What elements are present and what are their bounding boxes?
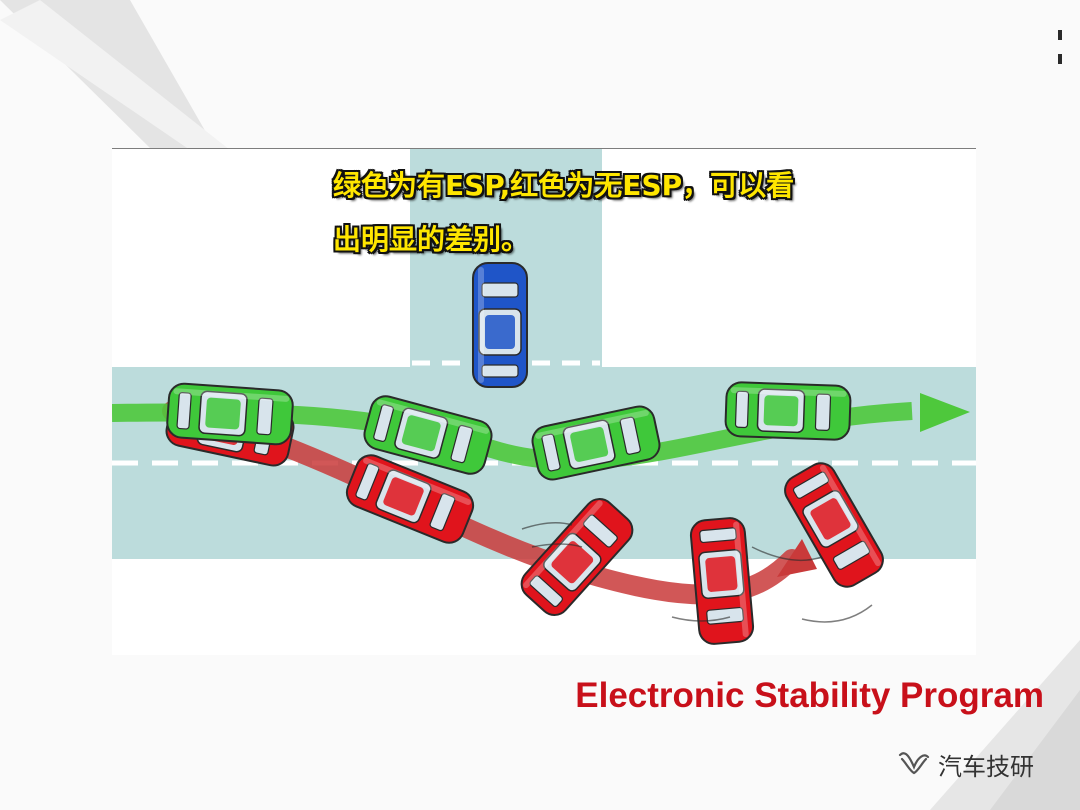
watermark: 汽车技研	[896, 744, 1034, 784]
slide-title: Electronic Stability Program	[575, 676, 1044, 715]
caption-line-2: 出明显的差别。	[333, 223, 530, 256]
wechat-channel-icon	[898, 752, 930, 775]
slide-edge-marks	[1058, 30, 1066, 90]
red-car	[688, 515, 756, 647]
esp-illustration	[112, 149, 976, 655]
caption-line-1: 绿色为有ESP,红色为无ESP，可以看	[333, 169, 795, 202]
green-car	[165, 381, 295, 447]
watermark-text: 汽车技研	[938, 752, 1034, 781]
green-car	[724, 380, 852, 442]
esp-arrow-head	[920, 393, 970, 432]
blue-car	[472, 262, 528, 388]
